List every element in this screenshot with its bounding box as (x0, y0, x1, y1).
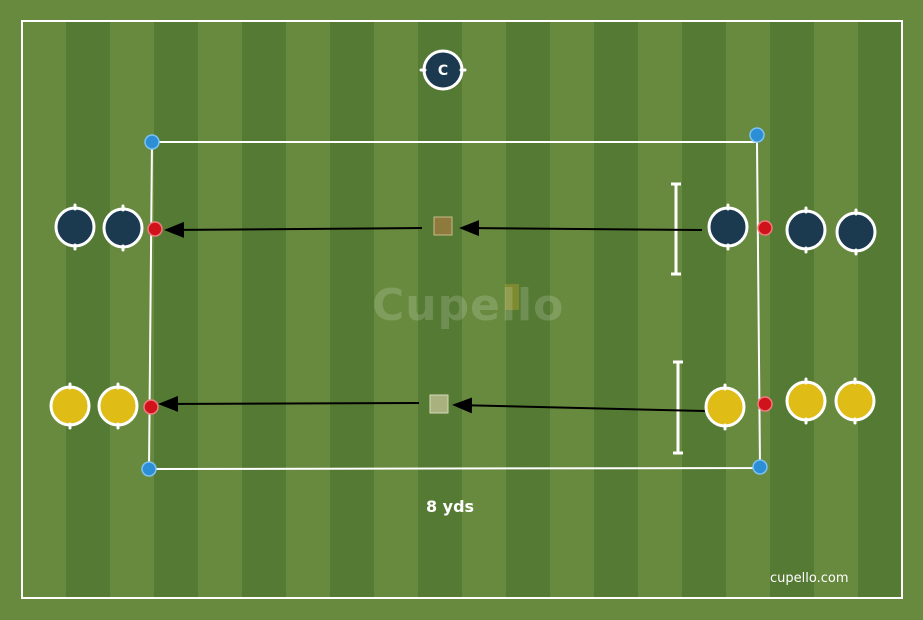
ball-marker-top (433, 216, 453, 236)
grass-stripe (330, 21, 374, 598)
coach-marker: C (419, 49, 467, 91)
grass-stripe (198, 21, 242, 598)
pass-arrow-top-left (164, 221, 423, 238)
grass-stripe (154, 21, 198, 598)
cone-red-top-left (147, 221, 163, 237)
player-yellow-3 (704, 386, 746, 428)
grass-stripe (594, 21, 638, 598)
distance-label: 8 yds (425, 497, 475, 516)
team-navy (54, 206, 877, 253)
cone-red-bottom-right (757, 396, 773, 412)
grass-stripe (418, 21, 462, 598)
player-navy-2 (102, 207, 144, 249)
cone-red-bottom-left (143, 399, 159, 415)
corner-cones (141, 127, 768, 477)
grass-stripe (506, 21, 550, 598)
cone-red-top-right (757, 220, 773, 236)
pass-arrow-bottom-left (158, 395, 420, 412)
grass-stripe (242, 21, 286, 598)
player-yellow-2 (97, 385, 139, 427)
cone-blue-bottom-left (141, 461, 157, 477)
watermark-text: Cupello (372, 280, 565, 331)
grass-stripe (550, 21, 594, 598)
grass-stripe (858, 21, 902, 598)
player-orientation-ticks (68, 203, 858, 431)
mini-goal-bottom (673, 360, 683, 455)
grass-stripe (726, 21, 770, 598)
grass-stripe (110, 21, 154, 598)
cone-blue-bottom-right (752, 459, 768, 475)
player-navy-4 (785, 209, 827, 251)
watermark-logo-accent (505, 284, 519, 310)
player-navy-5 (835, 211, 877, 253)
grass-stripe (770, 21, 814, 598)
player-yellow-1 (49, 385, 91, 427)
field-boundary (21, 20, 903, 599)
grass-stripe (66, 21, 110, 598)
player-navy-3 (707, 206, 749, 248)
grass-stripe (462, 21, 506, 598)
pass-arrow-bottom-right (452, 397, 706, 414)
player-navy-1 (54, 206, 96, 248)
pass-arrow-top-right (459, 220, 703, 237)
grass-stripe (682, 21, 726, 598)
grass-stripe (814, 21, 858, 598)
gate-cones (143, 220, 773, 415)
grass-stripe (638, 21, 682, 598)
grass-stripes (22, 21, 902, 598)
grass-stripe (374, 21, 418, 598)
grass-stripe (22, 21, 66, 598)
cone-blue-top-left (144, 134, 160, 150)
player-yellow-5 (834, 380, 876, 422)
site-credit: cupello.com (770, 571, 849, 586)
player-yellow-4 (785, 380, 827, 422)
grass-stripe (286, 21, 330, 598)
cone-blue-top-right (749, 127, 765, 143)
ball-marker-bottom (429, 394, 449, 414)
coach-badge-label: C (438, 63, 448, 79)
